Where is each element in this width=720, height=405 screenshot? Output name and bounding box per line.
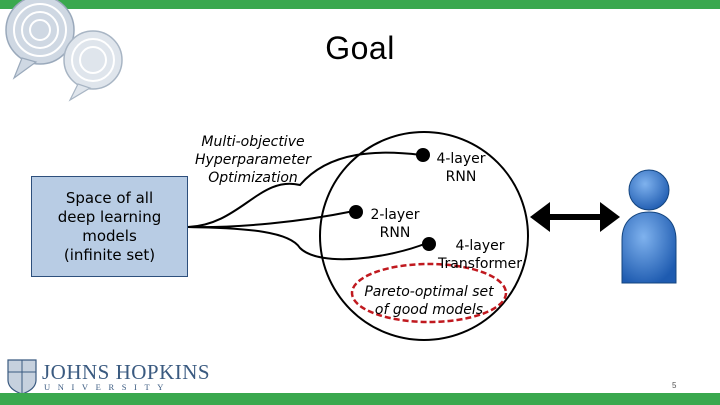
- double-arrow-icon: [530, 202, 620, 232]
- bottom-accent-bar: [0, 393, 720, 405]
- curve-to-2layer-rnn: [187, 210, 355, 229]
- model-dot-2layer-rnn: [349, 205, 363, 219]
- page-number: 5: [672, 381, 677, 390]
- slide-title: Goal: [325, 30, 395, 66]
- model-space-box: Space of all deep learning models (infin…: [31, 176, 188, 277]
- curve-to-4layer-transformer: [187, 226, 428, 261]
- curve-to-4layer-rnn: [187, 151, 422, 228]
- person-icon: [621, 169, 677, 284]
- model-label-2layer-rnn: 2-layer RNN: [370, 207, 420, 241]
- top-accent-bar: [0, 0, 720, 9]
- pareto-ellipse: [350, 262, 508, 324]
- speech-bubbles-decoration: [5, 0, 123, 102]
- model-set-circle: [319, 131, 529, 341]
- logo-sub: UNIVERSITY: [44, 382, 171, 392]
- university-shield-logo: [7, 359, 37, 395]
- model-label-4layer-transformer: 4-layer Transformer: [437, 238, 522, 272]
- model-dot-4layer-transformer: [422, 237, 436, 251]
- model-label-4layer-rnn: 4-layer RNN: [436, 151, 486, 185]
- logo-name: JOHNS HOPKINS: [42, 360, 211, 384]
- pareto-label: Pareto-optimal set of good models: [364, 284, 494, 318]
- optimization-label: Multi-objective Hyperparameter Optimizat…: [195, 134, 311, 186]
- model-dot-4layer-rnn: [416, 148, 430, 162]
